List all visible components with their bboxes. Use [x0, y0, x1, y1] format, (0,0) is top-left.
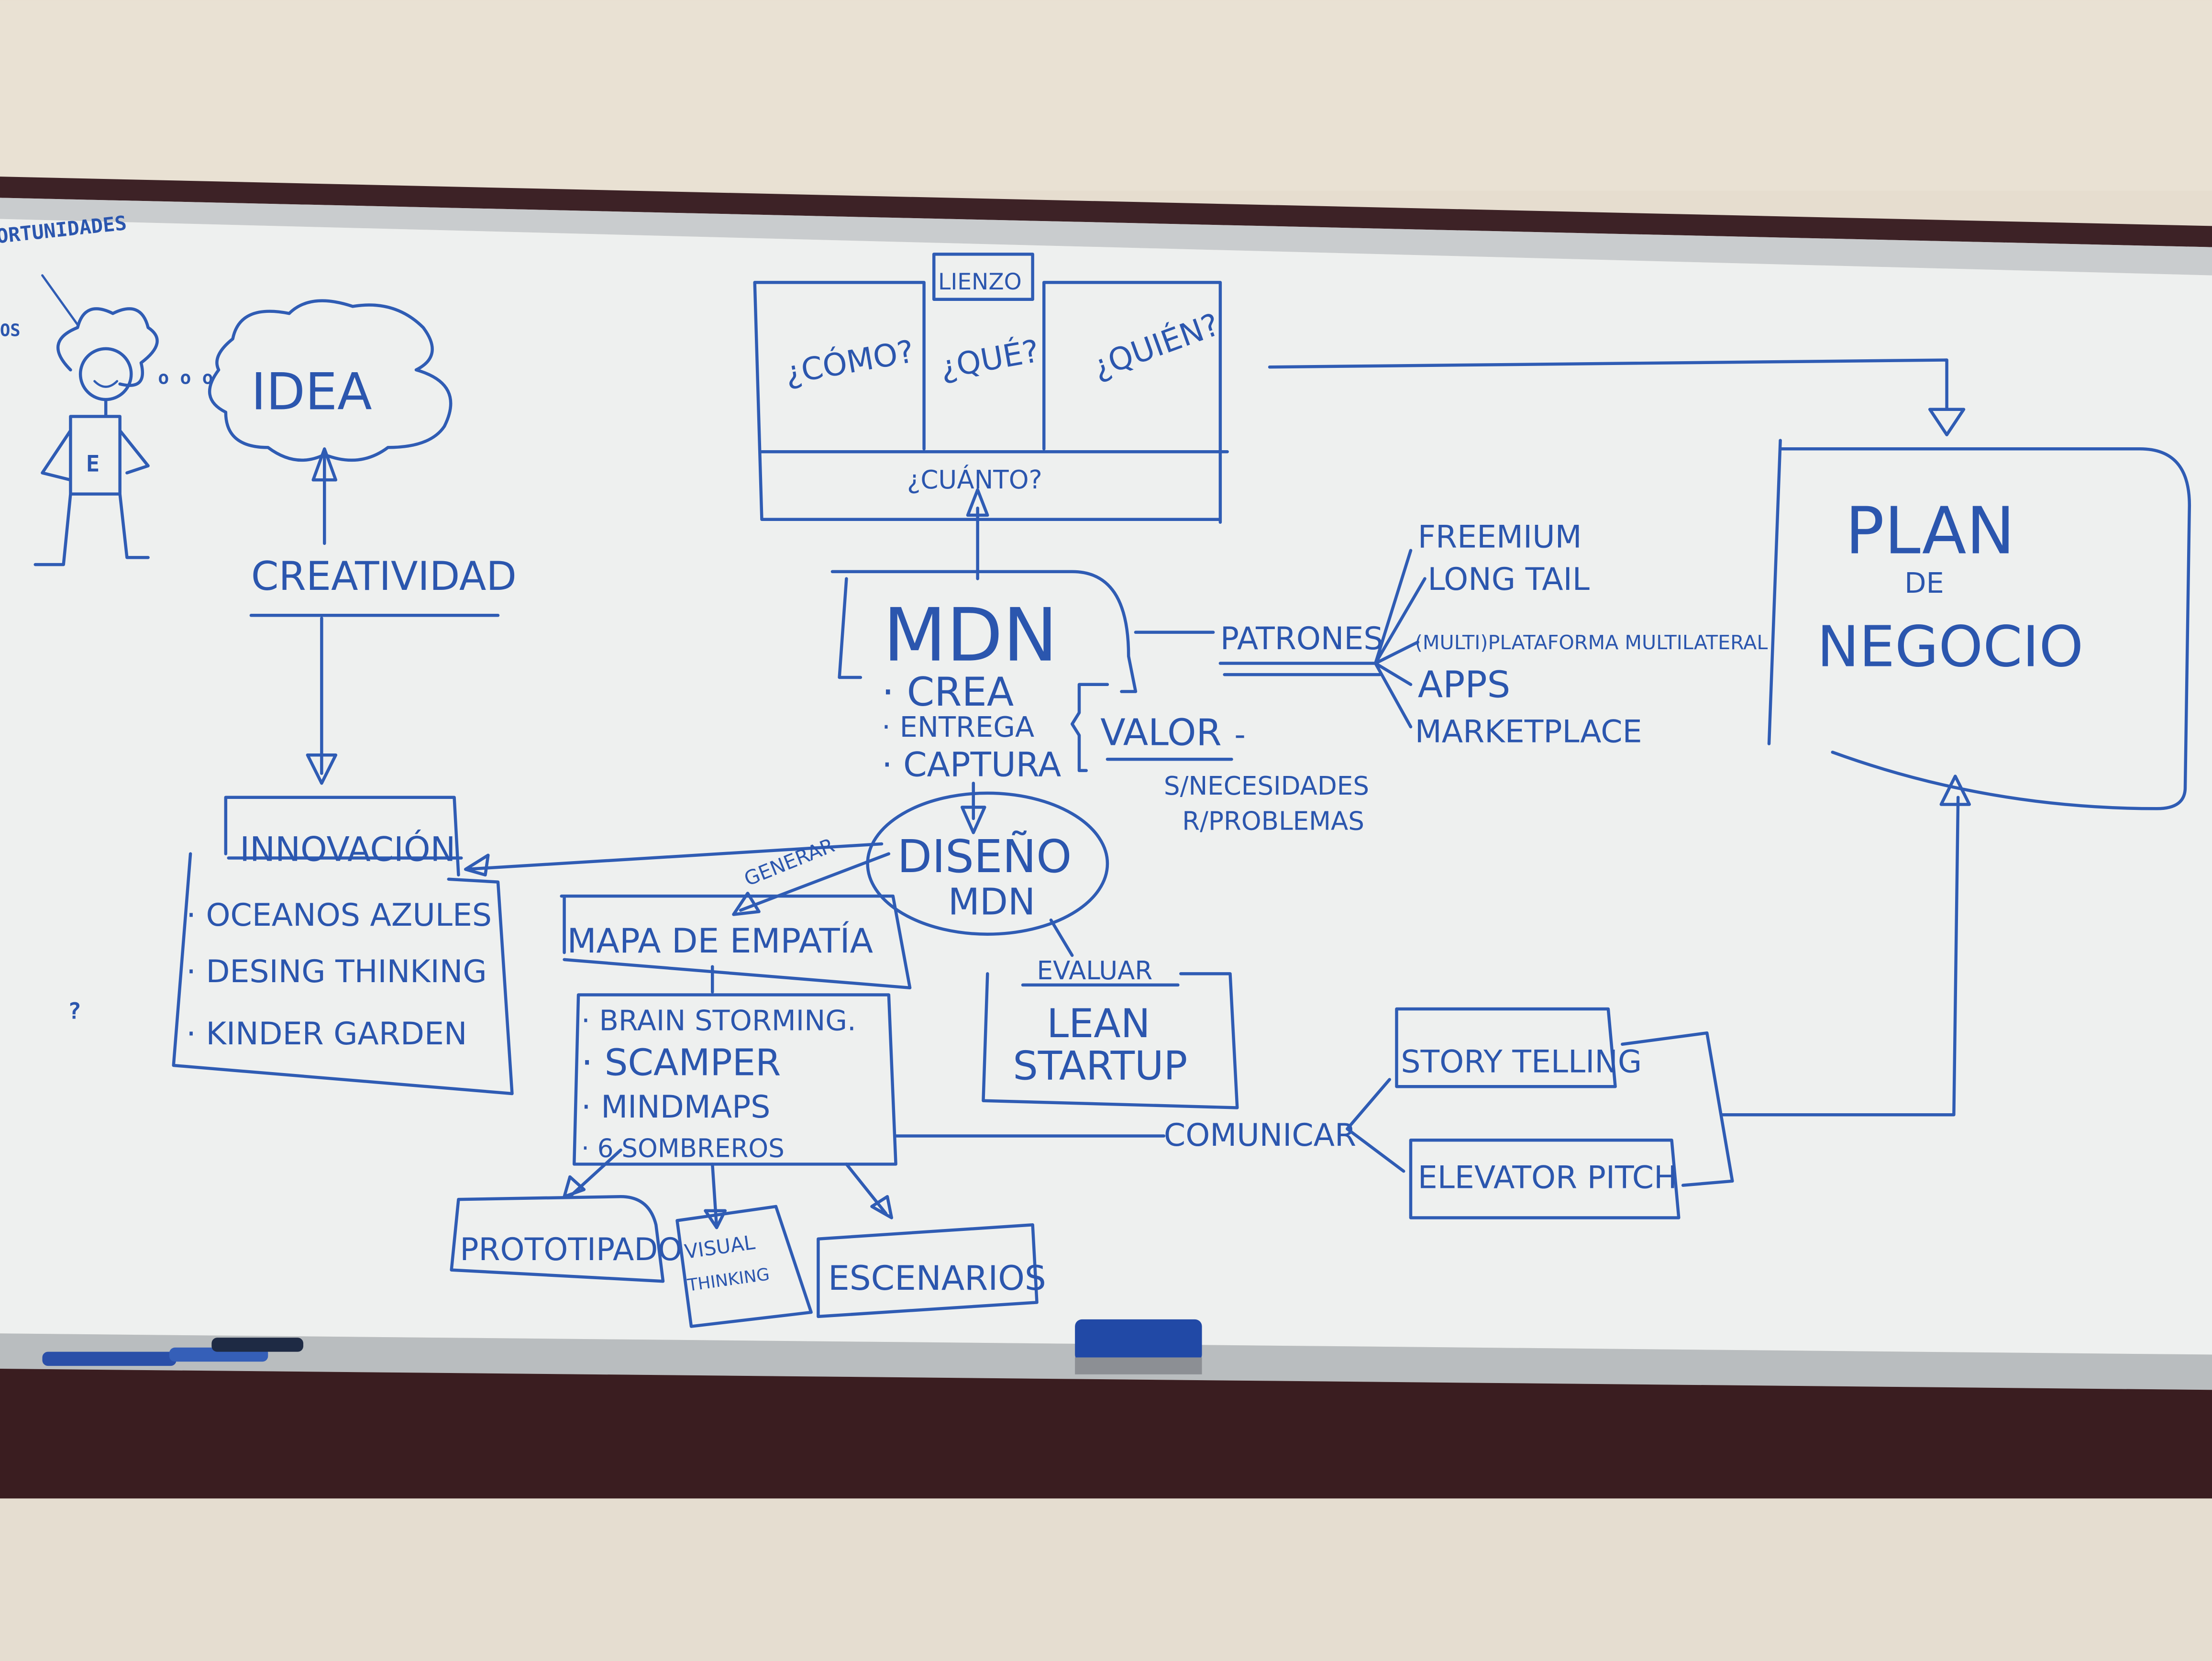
whiteboard-surface	[0, 219, 2212, 1355]
mapa-empatia-label: MAPA DE EMPATÍA	[567, 921, 873, 961]
arrow-comunicar-plan	[1621, 775, 1971, 1187]
innovacion-box	[224, 796, 463, 877]
mdn-bracket	[830, 570, 1138, 693]
innovacion-item-2: · DESING THINKING	[186, 954, 487, 990]
tecnica-3: · MINDMAPS	[581, 1089, 770, 1125]
plan-line2: DE	[1904, 566, 1944, 599]
board-frame-bottom	[0, 1369, 2212, 1499]
escenarios-box	[817, 1223, 1039, 1318]
elevator-pitch-box	[1409, 1139, 1681, 1219]
creatividad-label: CREATIVIDAD	[251, 554, 517, 599]
valor-brace	[1070, 683, 1109, 772]
board-frame-top	[0, 177, 2212, 247]
innovacion-label: INNOVACIÓN	[240, 829, 455, 869]
arrow-creatividad-innovacion	[306, 616, 338, 785]
arrow-lienzo-plan	[1268, 358, 1966, 437]
story-telling-box	[1395, 1007, 1617, 1088]
thought-dots: o o o	[158, 367, 213, 389]
patron-freemium: FREEMIUM	[1418, 520, 1582, 555]
tecnica-1: · BRAIN STORMING.	[581, 1004, 856, 1037]
mdn-item-entrega: · ENTREGA	[882, 710, 1034, 743]
prototipado-box	[450, 1195, 665, 1283]
plan-de-negocio-box	[1767, 439, 2191, 810]
mdn-title: MDN	[883, 593, 1058, 678]
lean-startup-box	[982, 972, 1239, 1109]
comunicar-label: COMUNICAR	[1164, 1118, 1356, 1153]
diseno-ellipse	[866, 791, 1109, 936]
patrones-title: PATRONES	[1220, 621, 1383, 657]
arrow-creatividad-idea	[311, 447, 338, 545]
idea-label: IDEA	[251, 363, 372, 422]
prototipado-label: PROTOTIPADO	[460, 1232, 682, 1268]
patron-multiplataforma: (MULTI)PLATAFORMA MULTILATERAL	[1415, 631, 1768, 654]
innovacion-item-3: · KINDER GARDEN	[186, 1016, 467, 1052]
eraser[interactable]	[1075, 1319, 1202, 1374]
escenarios-label: ESCENARIOS	[828, 1258, 1046, 1298]
markers[interactable]	[42, 1338, 304, 1366]
lean-line1: LEAN	[1047, 1001, 1150, 1047]
lienzo-cuanto: ¿CUÁNTO?	[907, 465, 1042, 495]
patron-long-tail: LONG TAIL	[1427, 562, 1589, 598]
diseno-line2: MDN	[948, 881, 1036, 923]
arrow-diseno-innovacion	[464, 842, 884, 877]
tecnicas-box	[572, 993, 897, 1166]
mapa-empatia-box	[560, 894, 912, 990]
visual-thinking-box	[675, 1205, 813, 1328]
question-mark: ?	[68, 998, 81, 1025]
patrones-fan-lines	[1374, 549, 1427, 729]
stick-figure	[33, 274, 159, 566]
elevator-pitch-label: ELEVATOR PITCH	[1418, 1160, 1677, 1196]
patron-marketplace: MARKETPLACE	[1415, 714, 1642, 750]
mdn-item-captura: · CAPTURA	[882, 744, 1061, 784]
lienzo-canvas	[753, 253, 1229, 524]
valor-problemas: R/PROBLEMAS	[1182, 807, 1364, 836]
innovacion-list-box	[172, 852, 514, 1096]
partial-label: OS	[0, 321, 21, 340]
lean-line2: STARTUP	[1013, 1043, 1187, 1089]
board-rail-top	[0, 198, 2212, 276]
wall-bottom	[0, 1498, 2212, 1661]
plan-line3: NEGOCIO	[1817, 614, 2083, 679]
plan-line1: PLAN	[1845, 493, 2015, 569]
arrow-diseno-mapa	[732, 852, 891, 916]
lienzo-title: LIENZO	[938, 269, 1022, 295]
tecnica-4: · 6 SOMBREROS	[581, 1134, 785, 1163]
evaluar-label: EVALUAR	[1037, 956, 1152, 986]
arrows-tecnicas-outputs	[563, 1148, 893, 1229]
idea-cloud	[208, 299, 453, 462]
valor-dash: -	[1234, 717, 1245, 753]
arrow-mdn-diseno	[960, 781, 986, 834]
comunicar-brace	[1346, 1078, 1405, 1173]
connector-diseno-lean	[1049, 919, 1074, 957]
patron-apps: APPS	[1418, 664, 1511, 706]
mdn-item-crea: · CREA	[882, 669, 1014, 715]
tecnica-2: · SCAMPER	[581, 1042, 781, 1085]
arrow-mdn-lienzo	[966, 488, 989, 580]
patrones-underline	[1218, 662, 1382, 676]
shirt-letter: E	[86, 451, 100, 477]
valor-necesidades: S/NECESIDADES	[1164, 771, 1369, 801]
valor-label: VALOR	[1100, 712, 1222, 754]
wall-top	[0, 0, 2212, 191]
innovacion-item-1: · OCEANOS AZULES	[186, 897, 492, 933]
story-telling-label: STORY TELLING	[1401, 1044, 1642, 1080]
diseno-line1: DISEÑO	[897, 830, 1072, 883]
